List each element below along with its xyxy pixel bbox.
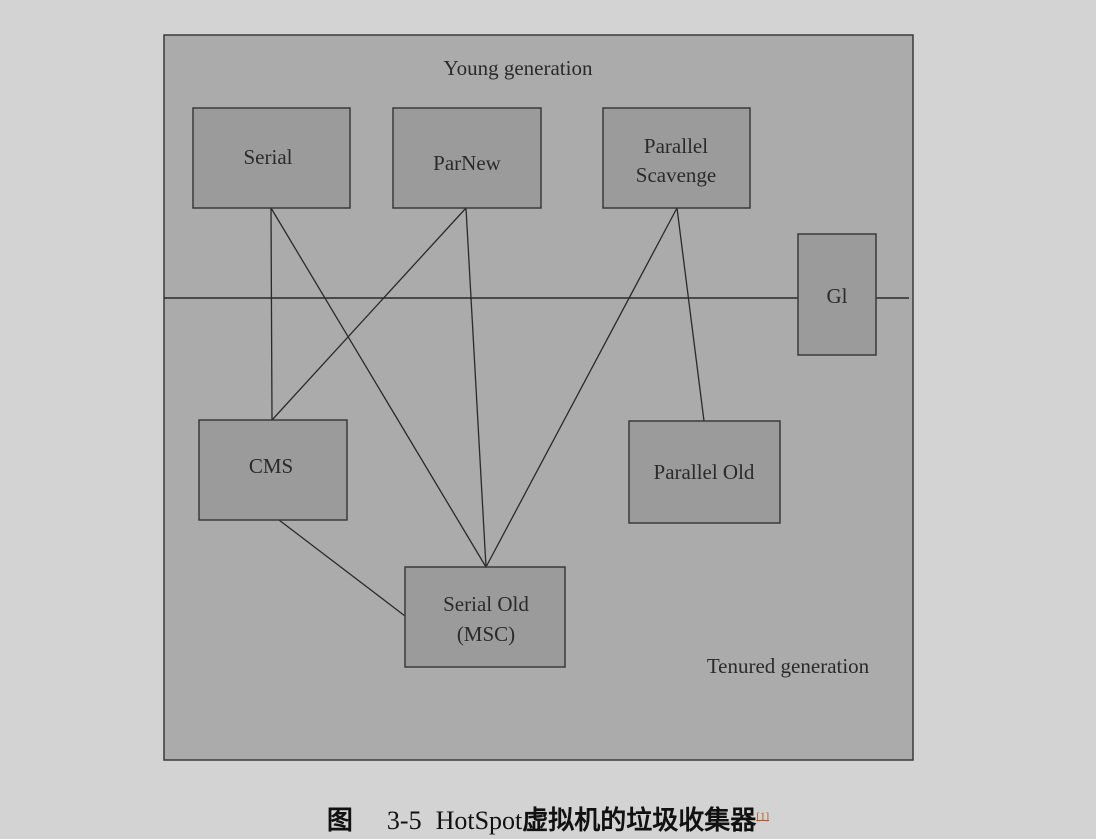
connection-parallel_scavenge-to-serial_old: [485, 207, 678, 568]
tenured-generation-label: Tenured generation: [707, 654, 870, 678]
parallel-scavenge-label-line-2: Scavenge: [636, 163, 716, 187]
parnew-collector-box: ParNew: [392, 107, 542, 209]
connection-parnew-to-cms: [271, 207, 467, 421]
figure-number: 3-5: [386, 806, 422, 835]
serial-old-label-line-1: Serial Old: [443, 592, 529, 616]
figure-caption: 图 3-5 HotSpot虚拟机的垃圾收集器[1]: [0, 800, 1096, 837]
g1-collector-box: Gl: [797, 233, 877, 356]
connection-cms-to-serial_old: [278, 519, 406, 617]
connection-serial-to-cms: [270, 207, 273, 421]
collector-diagram: Young generation Tenured generation Seri…: [163, 34, 914, 761]
serial-old-msc-collector-box: Serial Old (MSC): [404, 566, 566, 668]
serial-collector-box: Serial: [192, 107, 351, 209]
parallel-scavenge-collector-box: Parallel Scavenge: [602, 107, 751, 209]
connection-lines: [270, 207, 705, 617]
connection-parnew-to-serial_old: [465, 207, 487, 568]
figure-title-latin: HotSpot: [435, 806, 523, 835]
figure-label: 图: [326, 806, 353, 836]
g1-collector-label: Gl: [827, 284, 848, 308]
connection-serial-to-serial_old: [270, 207, 487, 568]
parnew-collector-label: ParNew: [433, 151, 501, 175]
serial-old-label-line-2: (MSC): [457, 622, 515, 646]
parallel-old-collector-box: Parallel Old: [628, 420, 781, 524]
parallel-scavenge-label-line-1: Parallel: [644, 134, 708, 158]
footnote-reference-link[interactable]: [1]: [756, 810, 770, 823]
cms-collector-label: CMS: [249, 454, 293, 478]
figure-title-chinese: 虚拟机的垃圾收集器: [522, 806, 757, 836]
young-generation-label: Young generation: [444, 56, 593, 80]
parallel-old-collector-label: Parallel Old: [654, 460, 755, 484]
serial-collector-label: Serial: [244, 145, 293, 169]
connection-parallel_scavenge-to-parallel_old: [676, 207, 705, 422]
cms-collector-box: CMS: [198, 419, 348, 521]
